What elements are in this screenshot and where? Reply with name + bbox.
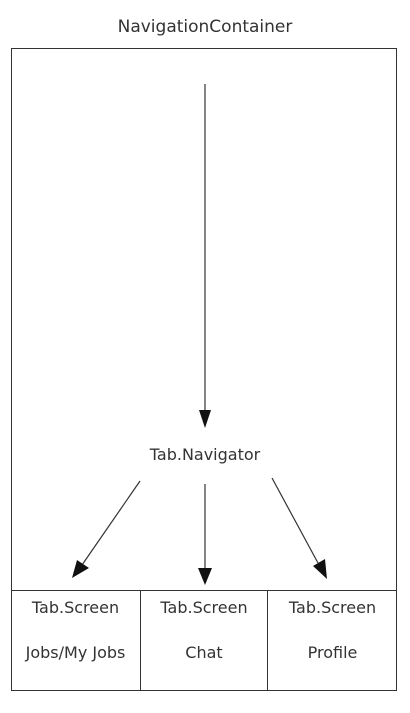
tab-screens-row: Tab.Screen Jobs/My Jobs Tab.Screen Chat …: [11, 590, 397, 691]
tab-screen-name-label: Chat: [185, 643, 223, 662]
tab-screen-name-label: Profile: [307, 643, 358, 662]
arrow-container-to-navigator: [199, 84, 211, 428]
arrow-navigator-to-chat-screen: [198, 484, 212, 585]
tab-navigator-label: Tab.Navigator: [149, 445, 261, 464]
navigation-container-box: [11, 48, 397, 691]
arrow-navigator-to-jobs-screen: [72, 480, 141, 578]
tab-screen-profile: Tab.Screen Profile: [268, 591, 397, 691]
arrow-navigator-to-profile-screen: [271, 477, 327, 579]
tab-screen-jobs: Tab.Screen Jobs/My Jobs: [11, 591, 141, 691]
tab-screen-type-label: Tab.Screen: [288, 598, 377, 617]
tab-screen-type-label: Tab.Screen: [160, 598, 248, 617]
tab-screen-chat: Tab.Screen Chat: [141, 591, 268, 691]
navigation-container-label: NavigationContainer: [117, 17, 293, 37]
tab-screen-type-label: Tab.Screen: [31, 598, 120, 617]
tab-screen-name-label: Jobs/My Jobs: [25, 643, 126, 662]
